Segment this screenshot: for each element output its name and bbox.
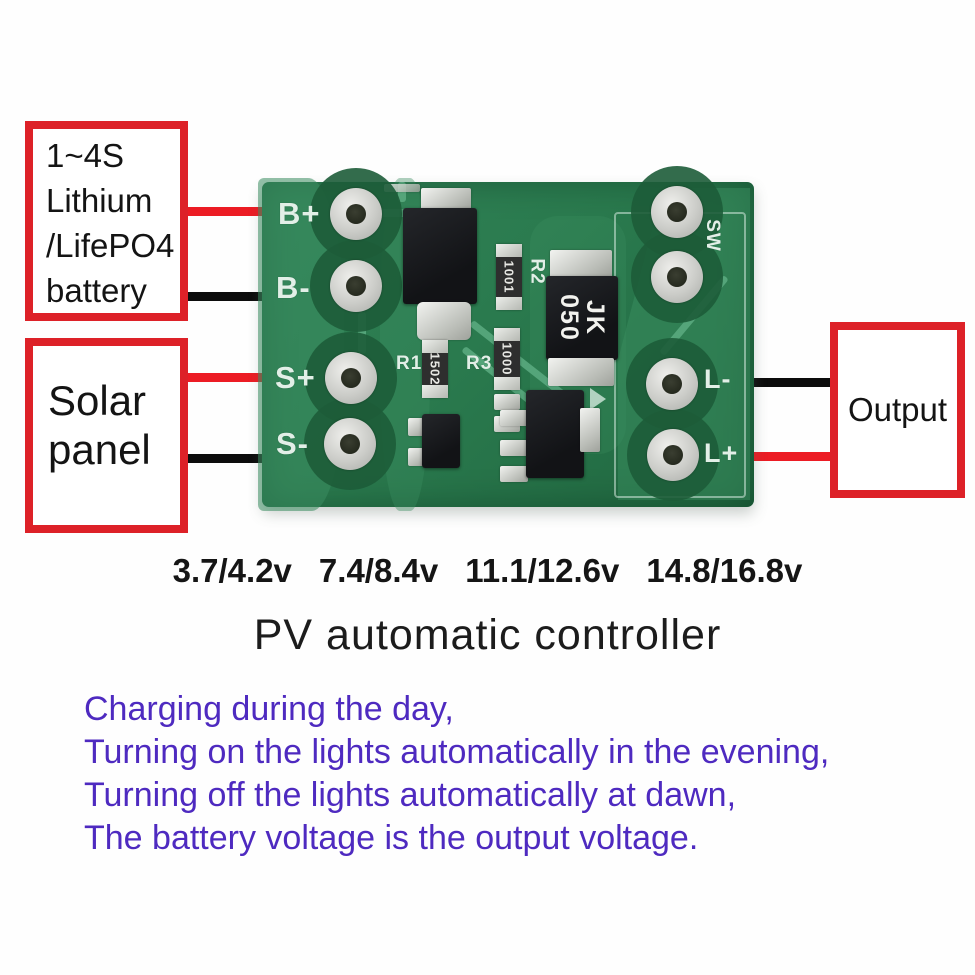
sot89-lead (500, 410, 528, 426)
ic-jk050: JK 050 (546, 276, 618, 360)
description-line: Charging during the day, (84, 690, 454, 728)
sot23-transistor (422, 414, 460, 468)
resistor-cap (496, 297, 522, 310)
battery-callout-line: 1~4S (46, 137, 124, 174)
solar-callout: Solar panel (25, 338, 188, 533)
resistor-r2: 1001 (496, 244, 522, 310)
resistor-cap (494, 328, 520, 341)
sot89-tab (580, 408, 600, 452)
battery-callout: 1~4S Lithium /LifePO4 battery (25, 121, 188, 321)
silkscreen-b-minus: B- (276, 270, 311, 305)
silkscreen-sw: SW (701, 219, 723, 252)
diode-lead-bottom (417, 302, 471, 340)
pad-hole (667, 267, 687, 287)
voltage-option: 3.7/4.2v (172, 552, 292, 589)
description-line: The battery voltage is the output voltag… (84, 819, 699, 857)
ic-marking-line: JK (581, 300, 609, 336)
resistor-code: 1001 (501, 260, 517, 294)
pad-hole (662, 374, 682, 394)
battery-callout-line: /LifePO4 (46, 227, 175, 264)
voltage-option: 7.4/8.4v (318, 552, 439, 589)
resistor-code: 1000 (499, 342, 515, 376)
diode-lead-top (421, 188, 471, 210)
product-description: Charging during the day, Turning on the … (84, 688, 829, 860)
solder-pad (494, 394, 520, 410)
resistor-cap (494, 377, 520, 390)
silkscreen-tick (384, 184, 420, 192)
ic-tab-bottom (548, 358, 614, 386)
silkscreen-s-plus: S+ (275, 360, 316, 395)
pad-b-plus (330, 188, 382, 240)
pcb-board: B+ B- S+ S- SW L- L+ R1 R2 R3 1001 JK 05… (258, 166, 754, 511)
silkscreen-l-plus: L+ (704, 438, 739, 468)
battery-callout-line: battery (46, 272, 147, 309)
ic-marking: JK 050 (555, 288, 609, 348)
silkscreen-b-plus: B+ (278, 196, 321, 231)
pad-sw-2 (651, 251, 703, 303)
pad-hole (340, 434, 360, 454)
sot23-lead (408, 418, 424, 436)
ic-tab-top (550, 250, 612, 278)
resistor-cap (422, 385, 448, 398)
pad-hole (346, 204, 366, 224)
output-callout-label: Output (847, 391, 948, 428)
pad-sw-1 (651, 186, 703, 238)
resistor-cap (496, 244, 522, 257)
pad-l-minus (646, 358, 698, 410)
voltage-option: 14.8/16.8v (646, 552, 803, 589)
solar-callout-line: panel (48, 426, 151, 473)
battery-callout-line: Lithium (46, 182, 153, 219)
description-line: Turning on the lights automatically in t… (84, 733, 830, 771)
trace (398, 182, 406, 202)
output-callout: Output (830, 322, 965, 498)
output-positive-wire (674, 452, 835, 461)
pad-b-minus (330, 260, 382, 312)
voltage-option: 11.1/12.6v (465, 552, 620, 589)
silkscreen-r2: R2 (526, 258, 548, 285)
diode-component (403, 208, 477, 304)
pad-hole (346, 276, 366, 296)
pad-l-plus (647, 429, 699, 481)
pad-s-plus (325, 352, 377, 404)
sot23-lead (408, 448, 424, 466)
pad-hole (341, 368, 361, 388)
pad-hole (663, 445, 683, 465)
silkscreen-l-minus: L- (704, 364, 732, 394)
resistor-cap (422, 340, 448, 353)
resistor-r1: 1502 (422, 340, 448, 398)
sot89-lead (500, 466, 528, 482)
silkscreen-r1: R1 (396, 353, 423, 374)
ic-marking-line: 050 (555, 294, 583, 342)
silkscreen-s-minus: S- (276, 426, 309, 461)
resistor-code: 1502 (427, 352, 443, 386)
silkscreen-arrow-icon (590, 388, 606, 410)
product-title: PV automatic controller (253, 611, 722, 659)
resistor-r3: 1000 (494, 328, 520, 390)
solar-callout-line: Solar (48, 377, 147, 424)
silkscreen-r3: R3 (466, 353, 493, 374)
sot89-transistor (526, 390, 584, 478)
pad-s-minus (324, 418, 376, 470)
voltage-options: 3.7/4.2v 7.4/8.4v 11.1/12.6v 14.8/16.8v (0, 552, 975, 590)
pad-hole (667, 202, 687, 222)
sot89-lead (500, 440, 528, 456)
description-line: Turning off the lights automatically at … (84, 776, 737, 814)
